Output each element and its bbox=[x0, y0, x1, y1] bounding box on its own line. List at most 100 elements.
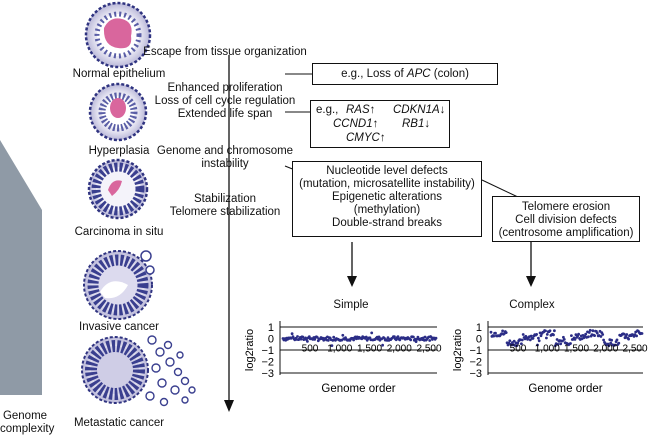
complex-data-point bbox=[516, 341, 520, 345]
complex-data-point bbox=[599, 335, 603, 338]
complex-ytick-label: −1 bbox=[469, 345, 482, 357]
box-gene-examples: e.g., RAS↑ CDKN1A↓ CCND1↑ RB1↓ CMYC↑ bbox=[310, 100, 450, 148]
complex-data-point bbox=[587, 331, 591, 334]
simple-xtick-label: 2,500 bbox=[416, 344, 441, 355]
simple-xtick-label: 1,000 bbox=[327, 344, 352, 355]
event-escape: Escape from tissue organization bbox=[143, 46, 307, 58]
complex-data-point bbox=[602, 338, 605, 342]
simple-data-point bbox=[330, 344, 334, 347]
complex-data-point bbox=[609, 341, 613, 345]
simple-ylabel: log2ratio bbox=[244, 329, 256, 371]
complex-data-point bbox=[535, 333, 538, 336]
box-apc: e.g., Loss of APC (colon) bbox=[312, 63, 498, 85]
simple-data-point bbox=[423, 335, 427, 339]
simple-data-point bbox=[289, 336, 293, 340]
simple-data-point bbox=[326, 339, 330, 342]
complex-xtick-label: 2,000 bbox=[593, 344, 618, 355]
event-proliferation: Enhanced proliferation Loss of cell cycl… bbox=[154, 82, 296, 120]
simple-data-point bbox=[291, 335, 295, 338]
complex-ytick-label: −3 bbox=[469, 368, 482, 380]
simple-xlabel: Genome order bbox=[321, 383, 395, 395]
event-stabilization: Stabilization Telomere stabilization bbox=[169, 193, 281, 218]
simple-data-point bbox=[414, 340, 418, 343]
simple-data-point bbox=[316, 336, 319, 339]
simple-data-point bbox=[352, 338, 355, 342]
complex-xtick-label: 1,000 bbox=[535, 344, 560, 355]
simple-data-point bbox=[299, 337, 303, 341]
complex-data-point bbox=[552, 333, 555, 337]
complex-data-point bbox=[531, 337, 535, 340]
complex-data-point bbox=[593, 334, 596, 337]
complex-data-point bbox=[537, 336, 540, 340]
simple-data-point bbox=[377, 335, 381, 339]
simple-data-point bbox=[341, 333, 345, 337]
complex-xtick-label: 2,500 bbox=[622, 344, 647, 355]
simple-data-point bbox=[412, 335, 415, 339]
metastatic-cancer-illustration bbox=[81, 335, 196, 407]
simple-xtick-label: 1,500 bbox=[357, 344, 382, 355]
hyperplasia-illustration bbox=[88, 82, 148, 142]
complex-xlabel: Genome order bbox=[528, 383, 602, 395]
complex-data-point bbox=[553, 329, 556, 333]
complex-data-point bbox=[577, 332, 580, 336]
complex-data-point bbox=[508, 339, 512, 343]
complex-ylabel: log2ratio bbox=[452, 329, 464, 371]
complex-data-point bbox=[595, 331, 599, 335]
complex-data-point bbox=[501, 329, 504, 333]
stage-label-normal: Normal epithelium bbox=[72, 68, 166, 80]
complex-data-point bbox=[588, 328, 592, 332]
complex-ytick-label: 0 bbox=[476, 334, 482, 346]
stage-label-metastatic: Metastatic cancer bbox=[73, 417, 165, 429]
simple-data-point bbox=[290, 332, 294, 336]
complex-data-point bbox=[548, 329, 552, 333]
plot-title-complex: Complex bbox=[509, 299, 555, 311]
complex-data-point bbox=[601, 333, 605, 336]
simple-data-point bbox=[332, 335, 336, 339]
complex-data-point bbox=[556, 343, 560, 346]
complex-data-point bbox=[617, 341, 621, 345]
genome-complexity-label: Genome complexity bbox=[0, 410, 55, 435]
complex-data-point bbox=[520, 338, 524, 342]
complex-data-point bbox=[622, 332, 626, 336]
complex-data-point bbox=[613, 343, 617, 347]
complex-data-point bbox=[539, 334, 543, 338]
simple-ytick-label: −2 bbox=[261, 357, 274, 369]
complex-xtick-label: 500 bbox=[510, 344, 527, 355]
simple-data-point bbox=[313, 338, 317, 341]
complex-data-point bbox=[625, 333, 629, 336]
simple-data-point bbox=[301, 335, 305, 339]
complex-data-point bbox=[562, 338, 566, 341]
complex-data-point bbox=[635, 334, 638, 338]
simple-data-point bbox=[428, 339, 432, 342]
simple-data-point bbox=[396, 335, 400, 338]
complex-data-point bbox=[559, 342, 563, 346]
stage-label-carcinoma: Carcinoma in situ bbox=[74, 226, 164, 238]
complex-data-point bbox=[521, 333, 525, 336]
simple-data-point bbox=[306, 340, 309, 343]
complex-data-point bbox=[489, 330, 493, 334]
complex-data-point bbox=[529, 334, 533, 338]
complex-data-point bbox=[545, 333, 549, 336]
stage-label-invasive: Invasive cancer bbox=[79, 321, 159, 333]
simple-data-point bbox=[386, 336, 390, 339]
plot-title-simple: Simple bbox=[333, 299, 369, 311]
event-instability: Genome and chromosome instability bbox=[156, 145, 294, 170]
complex-data-point bbox=[545, 336, 548, 340]
simple-data-point bbox=[434, 336, 438, 340]
complex-data-point bbox=[627, 337, 630, 341]
stage-label-hyperplasia: Hyperplasia bbox=[88, 145, 150, 157]
carcinoma-in-situ-illustration bbox=[87, 158, 149, 220]
simple-xtick-label: 500 bbox=[302, 344, 319, 355]
simple-xtick-label: 2,000 bbox=[387, 344, 412, 355]
complex-data-point bbox=[640, 332, 644, 335]
complex-ytick-label: 1 bbox=[476, 322, 482, 334]
complex-data-point bbox=[555, 338, 559, 341]
simple-data-point bbox=[381, 343, 384, 347]
complex-data-point bbox=[537, 339, 541, 343]
complex-data-point bbox=[591, 329, 595, 333]
complex-data-point bbox=[562, 335, 565, 339]
complex-data-point bbox=[615, 338, 619, 342]
